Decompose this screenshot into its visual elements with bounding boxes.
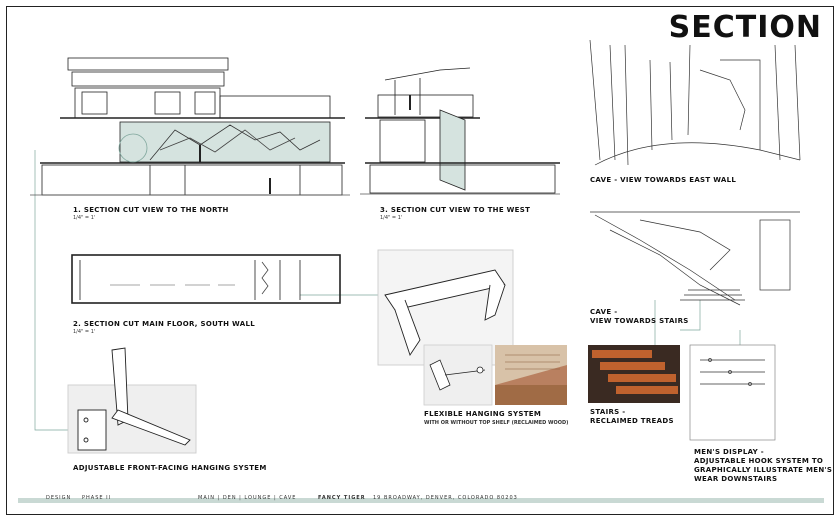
reclaimed-wood-photo: [495, 345, 567, 405]
cave-stairs-label-1: CAVE -: [590, 308, 618, 316]
mens-display-drawing: [689, 344, 776, 441]
footer-client: FANCY TIGER: [318, 495, 366, 501]
adjustable-hanging-drawing: [67, 347, 197, 454]
stairs-photo: [588, 345, 680, 403]
stairs-label-2: RECLAIMED TREADS: [590, 417, 674, 425]
cave-east-label: CAVE - VIEW TOWARDS EAST WALL: [590, 176, 737, 184]
mens-display-label-2: ADJUSTABLE HOOK SYSTEM TO: [694, 457, 824, 465]
section-north-drawing: [30, 57, 350, 196]
footer-address: 19 BROADWAY, DENVER, COLORADO 80203: [373, 495, 518, 501]
south-section-label: 2. SECTION CUT MAIN FLOOR, SOUTH WALL: [73, 320, 255, 328]
flex-hanging-sublabel: WITH OR WITHOUT TOP SHELF (RECLAIMED WOO…: [424, 420, 569, 426]
cave-stairs-label-2: VIEW TOWARDS STAIRS: [590, 317, 689, 325]
south-section-scale: 1/4" = 1': [73, 329, 96, 335]
west-section-label: 3. SECTION CUT VIEW TO THE WEST: [380, 206, 531, 214]
cave-east-drawing: [589, 39, 801, 166]
flex-hanging-label: FLEXIBLE HANGING SYSTEM: [424, 410, 542, 418]
title-block-footer: DESIGN PHASE II MAIN | DEN | LOUNGE | CA…: [18, 494, 824, 508]
west-section-scale: 1/4" = 1': [380, 215, 403, 221]
mens-display-label-1: MEN'S DISPLAY -: [694, 448, 764, 456]
section-west-drawing: [360, 67, 560, 195]
section-south-drawing: [71, 254, 341, 304]
footer-design: DESIGN: [46, 495, 72, 501]
flex-detail-drawing: [423, 344, 493, 406]
stairs-label-1: STAIRS -: [590, 408, 626, 416]
footer-areas: MAIN | DEN | LOUNGE | CAVE: [198, 495, 297, 501]
north-section-scale: 1/4" = 1': [73, 215, 96, 221]
mens-display-label-4: WEAR DOWNSTAIRS: [694, 475, 778, 483]
cave-stairs-drawing: [590, 211, 800, 306]
footer-accent-bar: [18, 498, 824, 503]
footer-phase: PHASE II: [82, 495, 112, 501]
page-title: SECTION: [668, 10, 822, 45]
north-section-label: 1. SECTION CUT VIEW TO THE NORTH: [73, 206, 229, 214]
mens-display-label-3: GRAPHICALLY ILLUSTRATE MEN'S: [694, 466, 833, 474]
adjustable-hanging-label: ADJUSTABLE FRONT-FACING HANGING SYSTEM: [73, 464, 267, 472]
